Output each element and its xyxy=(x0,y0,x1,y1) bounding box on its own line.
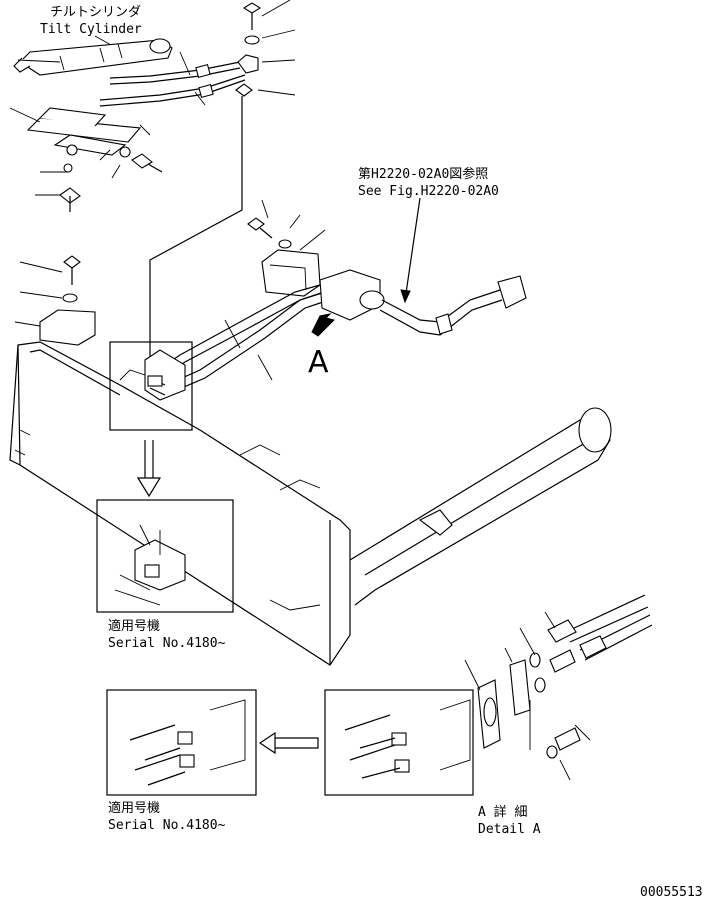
left-guard-parts xyxy=(14,199,301,346)
serial-1-label-en: Serial No.4180~ xyxy=(108,636,226,651)
see-fig-label-jp: 第H2220-02A0図参照 xyxy=(358,166,488,182)
detail-box-3 xyxy=(324,689,474,796)
detail-a-label-jp: A 詳 細 xyxy=(478,804,527,820)
top-fittings xyxy=(149,0,296,380)
detail-box-1 xyxy=(109,341,193,498)
detail-a-hardware: A 詳 細 Detail A xyxy=(464,594,653,837)
see-fig-label-en: See Fig.H2220-02A0 xyxy=(358,184,499,199)
serial-2-label-en: Serial No.4180~ xyxy=(108,818,226,833)
serial-2-label-jp: 適用号機 xyxy=(108,800,160,816)
clamp-plate xyxy=(261,229,326,297)
tilt-cylinder-label-en: Tilt Cylinder xyxy=(40,22,142,37)
detail-box-4: 適用号機 Serial No.4180~ xyxy=(106,689,257,833)
detail-a-label-en: Detail A xyxy=(478,822,541,837)
see-figure-callout: 第H2220-02A0図参照 See Fig.H2220-02A0 xyxy=(358,166,499,304)
drawing-number: 00055513 xyxy=(640,885,703,900)
hose-lines: A xyxy=(149,269,527,399)
detail-box-2: 適用号機 Serial No.4180~ xyxy=(96,499,234,651)
detail-a-marker: A xyxy=(308,345,329,380)
tilt-cylinder-label-jp: チルトシリンダ xyxy=(50,5,141,20)
boom-arm xyxy=(269,407,612,611)
tilt-cylinder-assembly: チルトシリンダ Tilt Cylinder xyxy=(9,5,246,212)
left-arrow xyxy=(258,731,319,755)
serial-1-label-jp: 適用号機 xyxy=(108,618,160,634)
